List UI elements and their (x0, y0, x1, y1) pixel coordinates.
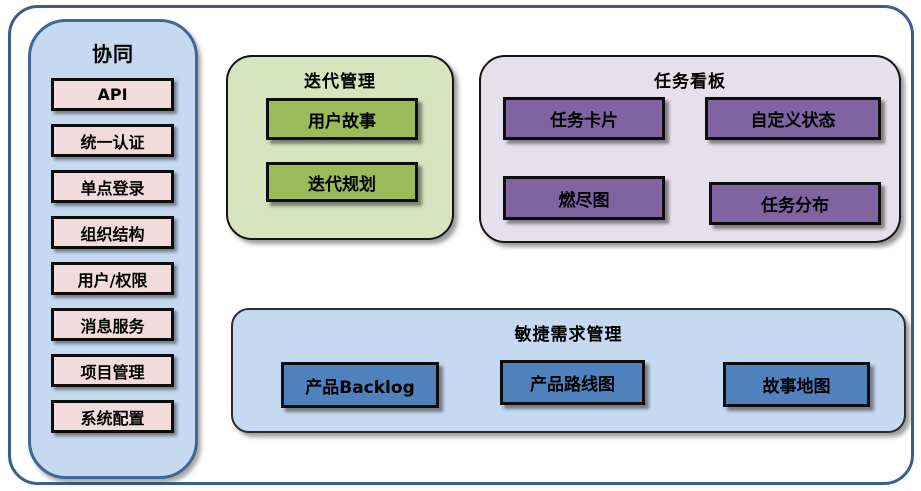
sidebar-collaboration: 协同 API 统一认证 单点登录 组织结构 用户/权限 消息服务 项目管理 系统… (28, 19, 198, 479)
box-user-story: 用户故事 (266, 98, 418, 140)
section-iteration-management: 迭代管理 用户故事 迭代规划 (226, 55, 454, 240)
sidebar-item-message-service: 消息服务 (51, 308, 174, 341)
box-task-distribution: 任务分布 (709, 182, 881, 225)
sidebar-item-api: API (51, 78, 174, 111)
section-agile-requirements: 敏捷需求管理 产品Backlog 产品路线图 故事地图 (231, 308, 906, 433)
box-burndown-chart: 燃尽图 (503, 176, 665, 220)
outer-frame: 协同 API 统一认证 单点登录 组织结构 用户/权限 消息服务 项目管理 系统… (8, 5, 914, 485)
box-product-backlog: 产品Backlog (281, 362, 439, 408)
box-task-card: 任务卡片 (503, 97, 665, 140)
sidebar-item-unified-auth: 统一认证 (51, 124, 174, 157)
sidebar-item-sso: 单点登录 (51, 170, 174, 203)
sidebar-items: API 统一认证 单点登录 组织结构 用户/权限 消息服务 项目管理 系统配置 (51, 78, 174, 433)
section-requirements-title: 敏捷需求管理 (514, 325, 623, 345)
section-task-board: 任务看板 任务卡片 自定义状态 燃尽图 任务分布 (479, 55, 901, 243)
box-iteration-planning: 迭代规划 (266, 162, 418, 202)
section-kanban-title: 任务看板 (654, 72, 726, 92)
sidebar-item-user-permissions: 用户/权限 (51, 262, 174, 295)
sidebar-item-project-management: 项目管理 (51, 354, 174, 387)
box-story-map: 故事地图 (723, 362, 870, 407)
sidebar-title: 协同 (92, 42, 134, 66)
sidebar-item-org-structure: 组织结构 (51, 216, 174, 249)
section-iteration-title: 迭代管理 (304, 72, 376, 92)
sidebar-item-system-config: 系统配置 (51, 400, 174, 433)
box-custom-status: 自定义状态 (705, 97, 881, 140)
box-product-roadmap: 产品路线图 (500, 360, 645, 405)
